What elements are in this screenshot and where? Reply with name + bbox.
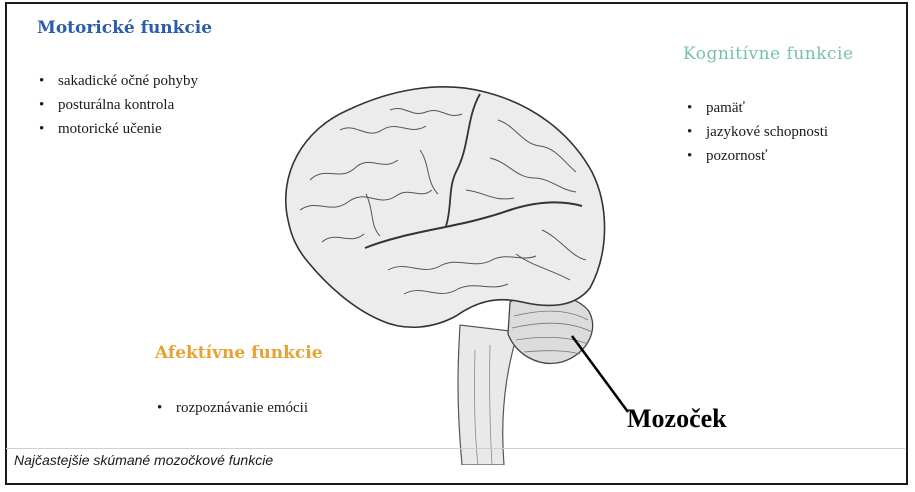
brain-illustration <box>270 70 630 465</box>
list-item: posturálna kontrola <box>34 93 198 117</box>
cognitive-functions-list: pamäť jazykové schopnosti pozornosť <box>682 96 828 168</box>
cognitive-functions-heading: Kognitívne funkcie <box>683 44 854 64</box>
list-item: motorické učenie <box>34 117 198 141</box>
motor-functions-list: sakadické očné pohyby posturálna kontrol… <box>34 69 198 141</box>
brainstem <box>458 325 518 465</box>
motor-functions-heading: Motorické funkcie <box>37 18 212 38</box>
cerebellum-label: Mozoček <box>627 404 727 434</box>
list-item: jazykové schopnosti <box>682 120 828 144</box>
list-item: sakadické očné pohyby <box>34 69 198 93</box>
list-item: pozornosť <box>682 144 828 168</box>
figure-caption: Najčastejšie skúmané mozočkové funkcie <box>6 448 905 471</box>
list-item: pamäť <box>682 96 828 120</box>
